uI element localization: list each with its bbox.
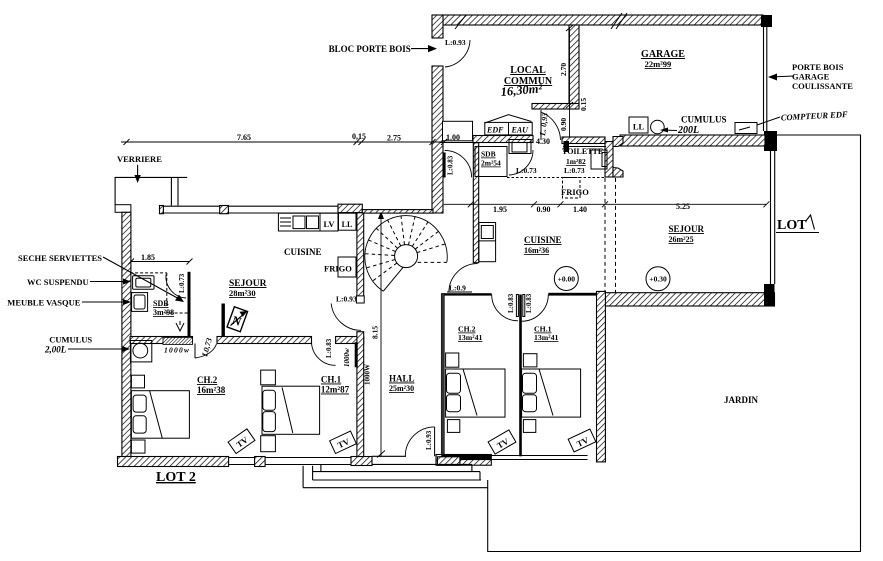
svg-text:L:0.93: L:0.93 [425,430,433,450]
svg-text:16m²36: 16m²36 [524,246,549,255]
svg-text:COULISSANTE: COULISSANTE [792,81,853,91]
svg-text:HALL: HALL [389,374,415,384]
svg-text:L:0.93: L:0.93 [336,295,357,304]
svg-text:28m²30: 28m²30 [229,288,256,298]
svg-text:3m²98: 3m²98 [153,308,174,317]
svg-text:0.15: 0.15 [579,98,588,111]
svg-text:2.70: 2.70 [559,63,568,76]
svg-text:5.25: 5.25 [676,202,690,211]
svg-text:L:0.83: L:0.83 [325,338,333,358]
svg-text:LOT: LOT [777,218,807,233]
svg-text:2,00L: 2,00L [44,345,67,355]
svg-text:12m²87: 12m²87 [321,385,350,395]
svg-text:1.95: 1.95 [493,205,507,214]
svg-text:13m²41: 13m²41 [534,333,559,342]
svg-text:26m²25: 26m²25 [669,235,694,244]
svg-text:MEUBLE VASQUE: MEUBLE VASQUE [7,298,80,308]
svg-text:FRIGO: FRIGO [561,187,589,197]
svg-text:200L: 200L [677,125,699,136]
svg-text:CUISINE: CUISINE [284,247,322,257]
svg-text:1000w: 1000w [164,346,190,355]
svg-text:CH.2: CH.2 [458,325,476,334]
svg-text:COMMUN: COMMUN [504,76,553,87]
svg-text:0.90: 0.90 [537,205,551,214]
svg-text:SEJOUR: SEJOUR [229,279,267,289]
svg-text:L:0.73: L:0.73 [564,166,585,175]
svg-text:EDF: EDF [486,126,504,135]
svg-text:BLOC PORTE BOIS: BLOC PORTE BOIS [329,44,411,54]
svg-text:L:0.73: L:0.73 [516,166,537,175]
svg-text:VERRIERE: VERRIERE [117,154,162,164]
svg-text:LOT 2: LOT 2 [156,470,196,485]
svg-text:EAU: EAU [511,126,530,135]
svg-text:SDB: SDB [153,299,169,308]
svg-text:TV: TV [575,434,591,448]
svg-text:TOILETTE: TOILETTE [562,147,603,156]
svg-text:4.30: 4.30 [536,137,550,146]
svg-text:GARAGE: GARAGE [641,49,685,60]
svg-text:LL: LL [342,220,353,229]
svg-text:CH.2: CH.2 [197,375,218,385]
svg-text:L:0.9: L:0.9 [449,284,466,293]
svg-text:22m²99: 22m²99 [645,59,672,69]
svg-text:+0.00: +0.00 [558,275,576,284]
svg-text:JARDIN: JARDIN [724,395,759,405]
svg-text:L:0.83: L:0.83 [447,155,455,175]
svg-text:CUMULUS: CUMULUS [681,115,727,125]
svg-text:1.85: 1.85 [141,253,155,262]
svg-text:GARAGE: GARAGE [792,72,830,82]
svg-text:16,30m²: 16,30m² [500,81,543,99]
svg-text:L:0.73: L:0.73 [178,273,186,293]
svg-text:L:0.83: L:0.83 [525,293,533,313]
svg-text:1000W: 1000W [364,364,372,385]
svg-text:16m²38: 16m²38 [197,385,226,395]
svg-text:L. 0,93: L. 0,93 [538,112,550,137]
svg-text:0,15: 0,15 [352,132,366,141]
svg-text:SDB: SDB [481,150,496,159]
svg-text:CUMULUS: CUMULUS [49,335,92,345]
svg-text:L:0.83: L:0.83 [507,293,515,313]
svg-text:1m²82: 1m²82 [566,157,586,166]
svg-text:LL: LL [633,122,645,132]
svg-text:2m²54: 2m²54 [481,159,501,168]
svg-text:2.75: 2.75 [387,134,401,143]
svg-text:L:0.93: L:0.93 [445,38,466,47]
svg-text:SEJOUR: SEJOUR [669,224,705,234]
svg-text:PORTE BOIS: PORTE BOIS [792,62,844,72]
svg-text:1000w: 1000w [343,348,351,367]
svg-text:TV: TV [336,436,352,450]
svg-text:1.40: 1.40 [573,205,587,214]
svg-text:8.15: 8.15 [371,326,380,339]
svg-text:0.90: 0.90 [559,118,568,131]
svg-text:LOCAL: LOCAL [510,65,546,76]
svg-text:CUISINE: CUISINE [524,235,562,245]
svg-text:25m²30: 25m²30 [389,384,414,393]
svg-text:CH.1: CH.1 [534,325,552,334]
svg-text:+0.30: +0.30 [649,275,667,284]
svg-text:CH.1: CH.1 [321,375,342,385]
svg-text:WC SUSPENDU: WC SUSPENDU [27,277,89,287]
svg-text:1.00: 1.00 [446,133,460,142]
svg-text:13m²41: 13m²41 [458,333,483,342]
svg-text:7.65: 7.65 [237,133,251,142]
svg-text:FRIGO: FRIGO [324,264,352,274]
svg-text:SECHE SERVIETTES: SECHE SERVIETTES [18,253,102,263]
svg-text:COMPTEUR EDF: COMPTEUR EDF [781,109,849,123]
svg-text:LV: LV [323,219,335,229]
